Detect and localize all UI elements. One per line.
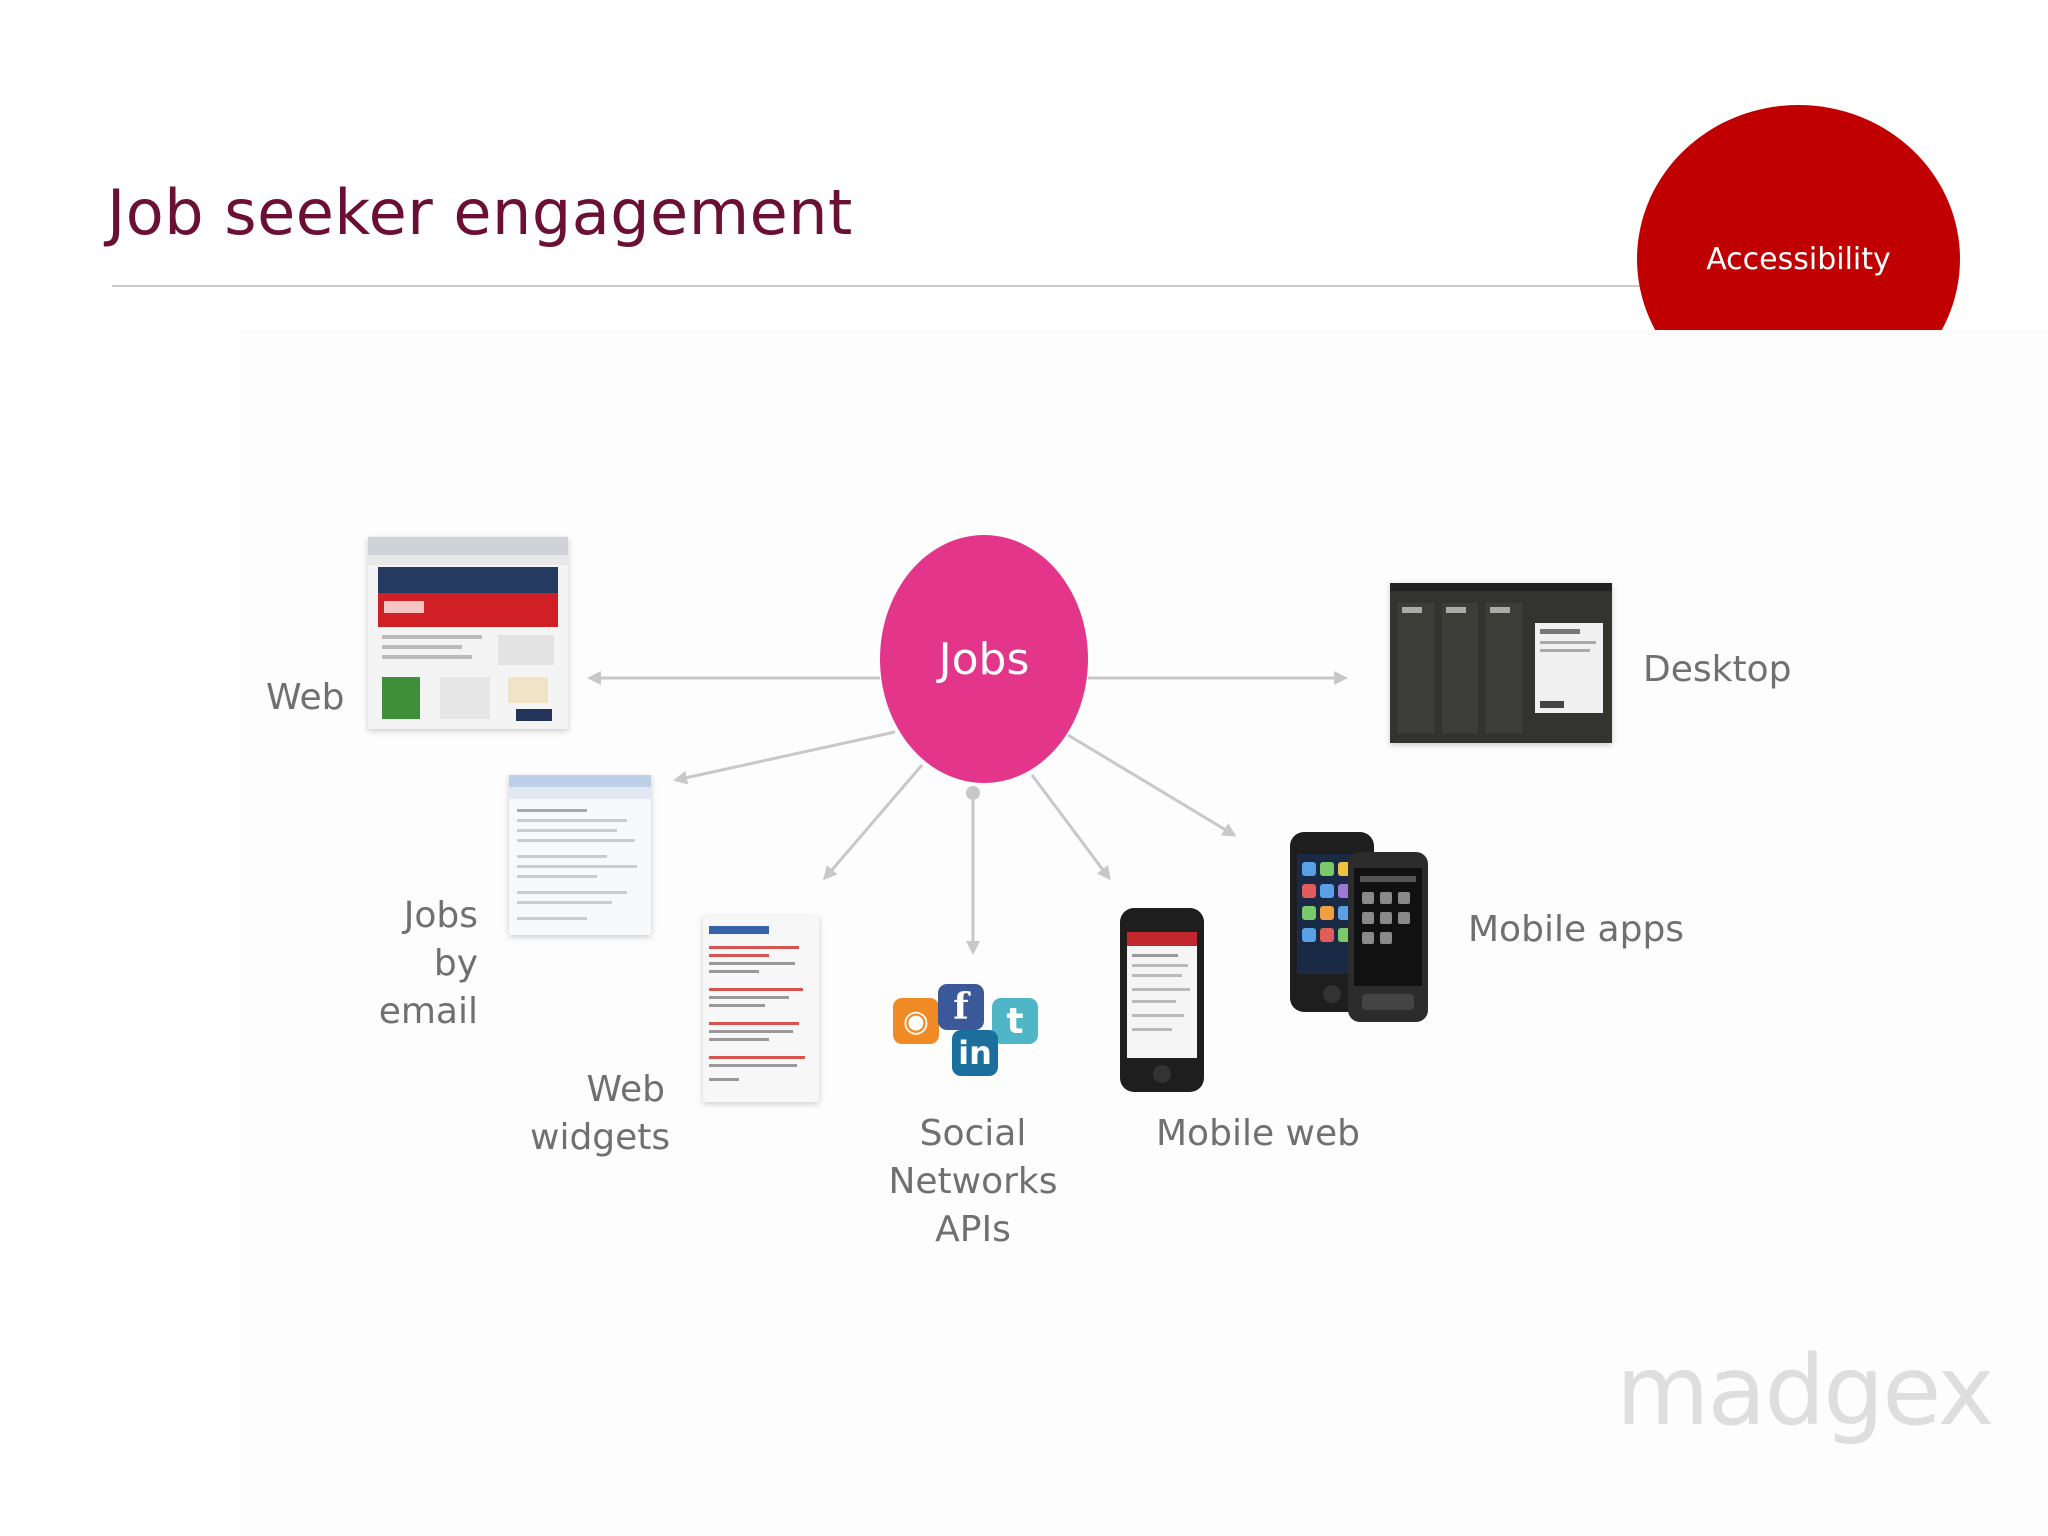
label-web-widgets-line2: widgets — [530, 1117, 671, 1158]
arrow-to-mobile-apps — [1067, 733, 1237, 837]
label-web-widgets: Web widgets — [530, 1066, 671, 1162]
widget-screenshot — [703, 916, 819, 1102]
desktop-screenshot — [1390, 583, 1612, 743]
arrow-to-mobile-web — [1030, 774, 1111, 881]
label-desktop: Desktop — [1643, 649, 1792, 690]
linkedin-icon: in — [952, 1030, 998, 1076]
label-mobile-apps: Mobile apps — [1468, 909, 1685, 950]
label-social-line2: Networks — [888, 1161, 1058, 1202]
madgex-logo: madgex — [1616, 1335, 1994, 1447]
twitter-icon: t — [992, 998, 1038, 1044]
label-jobs-by-email: Jobs by email — [360, 892, 478, 1036]
rss-icon: ◉ — [893, 998, 939, 1044]
label-mobile-web: Mobile web — [1156, 1113, 1360, 1154]
arrow-origin-dot — [966, 786, 980, 800]
label-web-widgets-line1: Web — [586, 1069, 666, 1110]
jobs-hub-label: Jobs — [938, 633, 1030, 685]
accessibility-badge-label: Accessibility — [1706, 241, 1891, 277]
mobile-web-phone — [1120, 908, 1204, 1092]
arrow-to-jobs-by-email — [673, 730, 896, 785]
page-title: Job seeker engagement — [107, 176, 853, 249]
email-screenshot — [509, 775, 651, 935]
label-social-networks-apis: Social Networks APIs — [873, 1110, 1073, 1254]
label-social-line3: APIs — [935, 1209, 1011, 1250]
mobile-apps-phones — [1290, 832, 1428, 1022]
label-jobs-by-email-line2: email — [378, 991, 478, 1032]
web-screenshot — [368, 537, 568, 729]
facebook-icon: f — [938, 984, 984, 1030]
title-divider — [112, 285, 1642, 287]
arrow-to-web-widgets — [823, 764, 924, 881]
jobs-hub: Jobs — [880, 535, 1088, 783]
label-jobs-by-email-line1: Jobs by — [403, 895, 478, 984]
label-social-line1: Social — [919, 1113, 1027, 1154]
label-web: Web — [266, 677, 345, 718]
